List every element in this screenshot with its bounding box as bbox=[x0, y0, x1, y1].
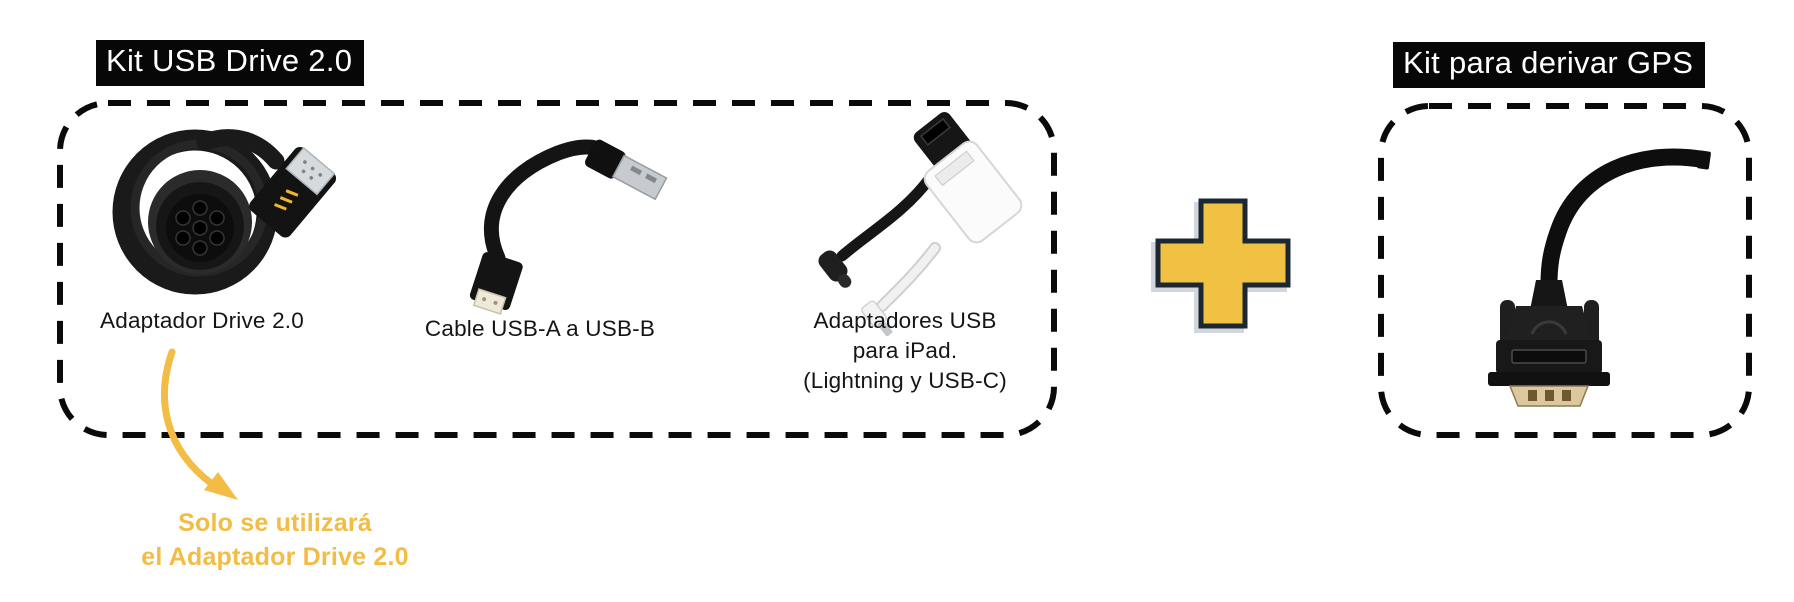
obd-pins-icon bbox=[175, 200, 225, 256]
usb-a-to-usb-b-cable-image bbox=[469, 139, 668, 315]
kit-gps-box bbox=[1378, 103, 1752, 438]
usb-b-plug-icon bbox=[469, 252, 523, 315]
plus-icon bbox=[1151, 198, 1291, 333]
ipad-adapters-image bbox=[818, 112, 1023, 337]
kit-usb-box bbox=[57, 100, 1057, 438]
kit-gps-title: Kit para derivar GPS bbox=[1393, 42, 1706, 89]
label-adaptadores-ipad-line2: para iPad. bbox=[852, 338, 958, 363]
drive-adapter-head-icon bbox=[249, 146, 337, 238]
kit-usb-title: Kit USB Drive 2.0 bbox=[96, 40, 365, 87]
label-adaptadores-ipad-line3: (Lightning y USB-C) bbox=[803, 368, 1007, 393]
lightning-adapter-icon bbox=[861, 140, 1023, 337]
db9-connector-icon bbox=[1488, 280, 1610, 407]
adaptador-drive-2-image bbox=[112, 129, 337, 295]
label-adaptador-drive: Adaptador Drive 2.0 bbox=[100, 308, 304, 333]
annotation-line1: Solo se utilizará bbox=[178, 509, 372, 537]
annotation-line2: el Adaptador Drive 2.0 bbox=[141, 543, 409, 571]
annotation-arrow-icon bbox=[161, 348, 238, 500]
label-cable-usb: Cable USB-A a USB-B bbox=[424, 316, 656, 341]
annotation-note: Solo se utilizará el Adaptador Drive 2.0 bbox=[100, 506, 450, 574]
label-adaptadores-ipad-line1: Adaptadores USB bbox=[813, 308, 997, 333]
gps-serial-cable-image bbox=[1488, 148, 1711, 407]
usb-a-plug-icon bbox=[584, 139, 668, 201]
label-adaptadores-ipad: Adaptadores USB para iPad. (Lightning y … bbox=[790, 306, 1020, 396]
